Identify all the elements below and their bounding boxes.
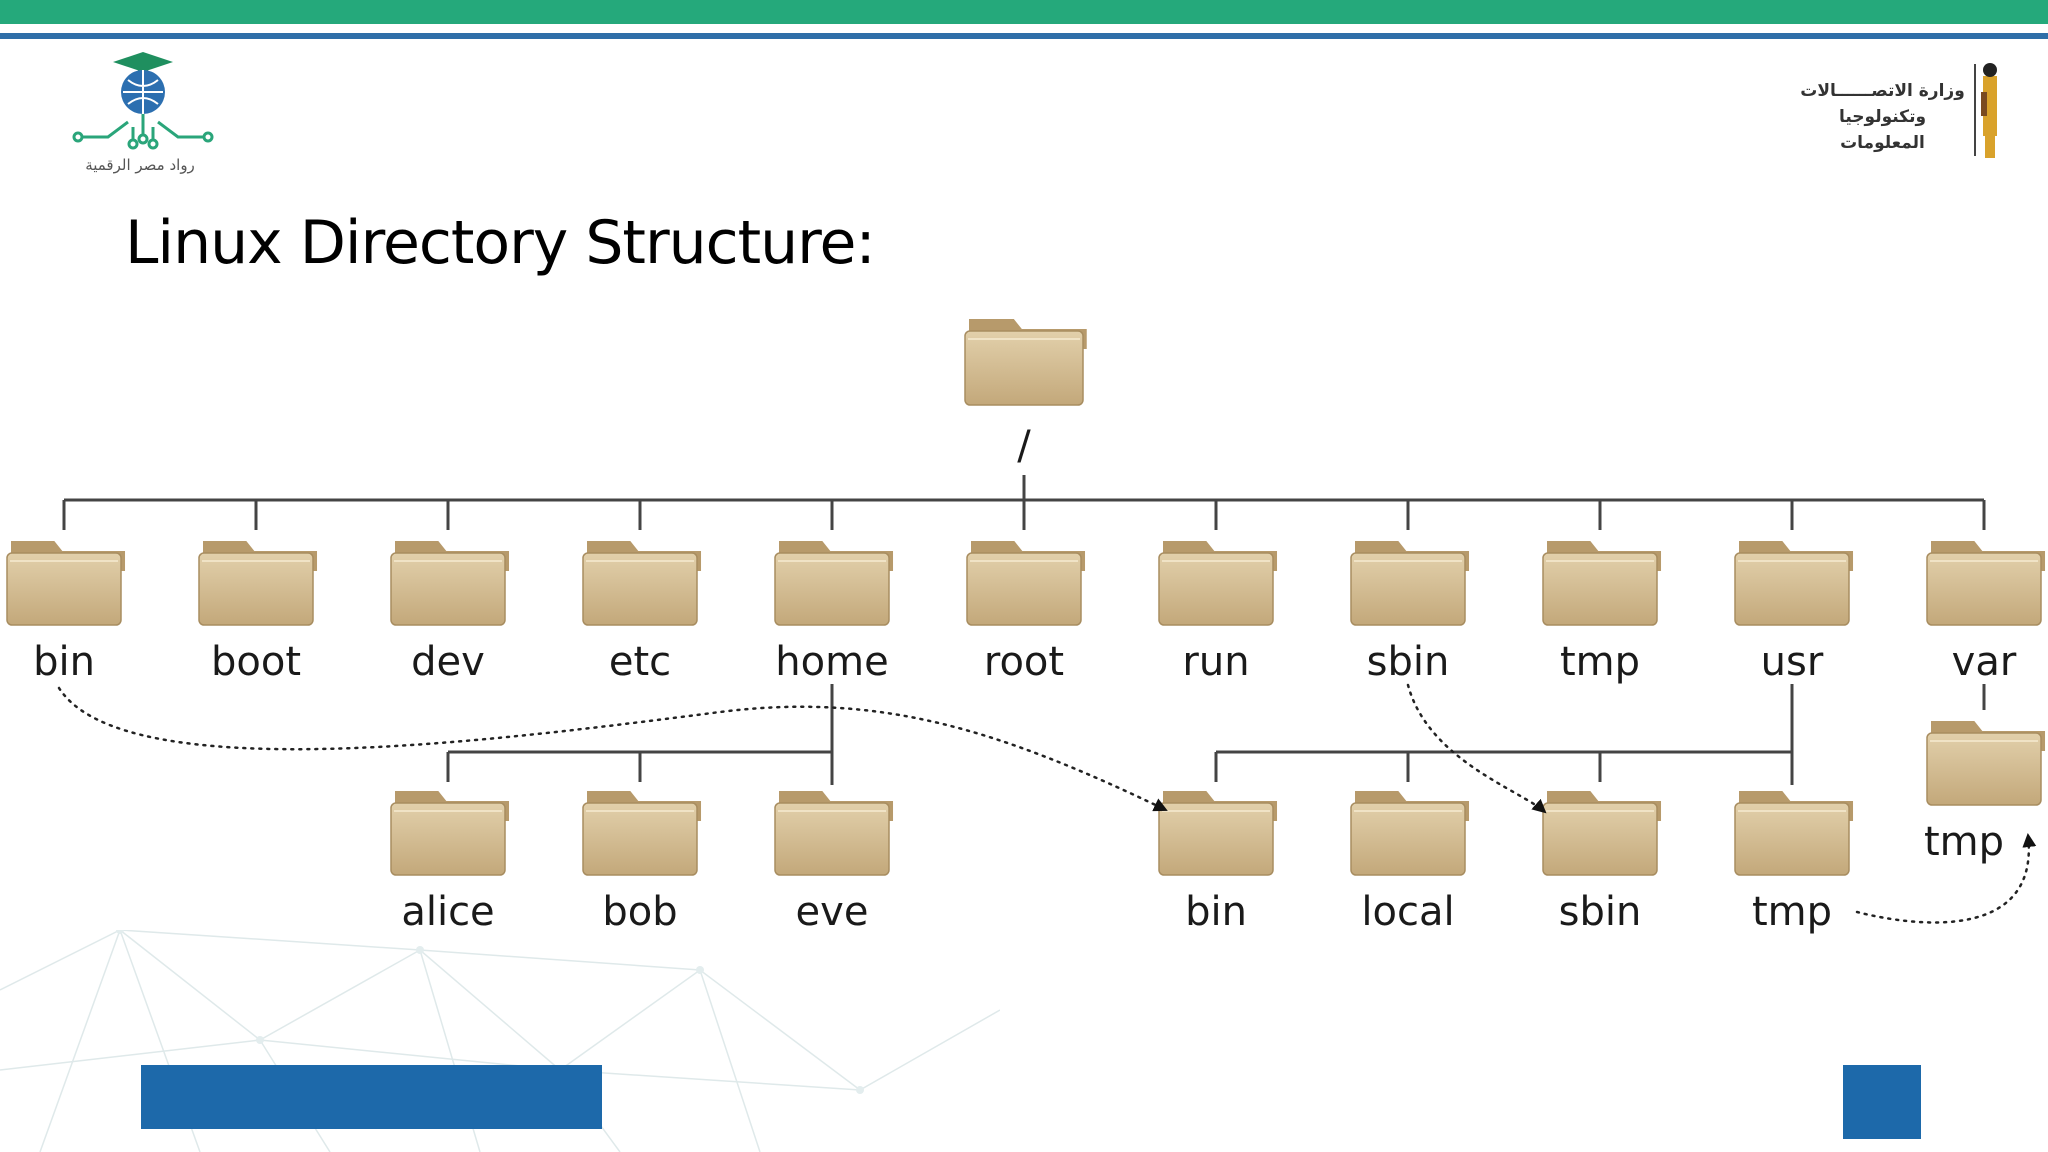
label-home-bob: bob [602, 889, 678, 935]
folder-sbin[interactable] [1350, 541, 1470, 626]
label-usr-bin: bin [1185, 889, 1247, 935]
label-usr-local: local [1361, 889, 1455, 935]
label-tmp: tmp [1559, 639, 1641, 685]
footer-square [1843, 1065, 1921, 1139]
folder-home-eve[interactable] [774, 791, 894, 876]
footer-bar [141, 1065, 602, 1129]
folder-home-alice[interactable] [390, 791, 510, 876]
label-root: root [983, 639, 1065, 685]
label-usr: usr [1760, 639, 1824, 685]
ministry-logo-emblem [1974, 63, 1997, 158]
tree-folders [6, 319, 2046, 876]
digital-egypt-pioneers-logo [72, 52, 214, 150]
folder-var-tmp[interactable] [1926, 721, 2046, 806]
folder-tmp[interactable] [1542, 541, 1662, 626]
label-home-alice: alice [401, 889, 495, 935]
folder-dev[interactable] [390, 541, 510, 626]
ministry-logo-text: وزارة الاتصــــــالات وتكنولوجيا المعلوم… [1800, 78, 1965, 156]
tree-edges [62, 475, 1986, 785]
folder-home-bob[interactable] [582, 791, 702, 876]
folder-bin[interactable] [6, 541, 126, 626]
ministry-line-2: وتكنولوجيا المعلومات [1838, 107, 1927, 153]
top-accent-bar-green [0, 0, 2048, 24]
ministry-line-1: وزارة الاتصــــــالات [1800, 81, 1965, 101]
symlink-arrows [57, 683, 2037, 924]
folder-root[interactable] [966, 541, 1086, 626]
slide-title: Linux Directory Structure: [125, 208, 876, 278]
label-var-tmp: tmp [1923, 819, 2005, 865]
folder-usr[interactable] [1734, 541, 1854, 626]
folder-usr-bin[interactable] [1158, 791, 1278, 876]
label-bin: bin [33, 639, 95, 685]
folder-root[interactable] [964, 319, 1087, 406]
label-etc: etc [608, 639, 672, 685]
folder-usr-sbin[interactable] [1542, 791, 1662, 876]
folder-etc[interactable] [582, 541, 702, 626]
top-accent-bar-blue [0, 33, 2048, 39]
brand-logo-text: رواد مصر الرقمية [85, 156, 195, 174]
folder-run[interactable] [1158, 541, 1278, 626]
label-usr-tmp: tmp [1751, 889, 1833, 935]
label-run: run [1182, 639, 1250, 685]
label-sbin: sbin [1366, 639, 1450, 685]
label-dev: dev [411, 639, 485, 685]
label-usr-sbin: sbin [1558, 889, 1642, 935]
folder-usr-local[interactable] [1350, 791, 1470, 876]
symlink-arrow-tmp [1855, 833, 2037, 924]
label-home: home [775, 639, 889, 685]
folder-home[interactable] [774, 541, 894, 626]
label-root: / [1017, 423, 1031, 469]
folder-var[interactable] [1926, 541, 2046, 626]
folder-boot[interactable] [198, 541, 318, 626]
symlink-arrow-sbin [1406, 683, 1547, 814]
label-boot: boot [210, 639, 302, 685]
label-var: var [1951, 639, 2017, 685]
label-home-eve: eve [795, 889, 869, 935]
symlink-arrow-bin [57, 686, 1168, 812]
folder-usr-tmp[interactable] [1734, 791, 1854, 876]
